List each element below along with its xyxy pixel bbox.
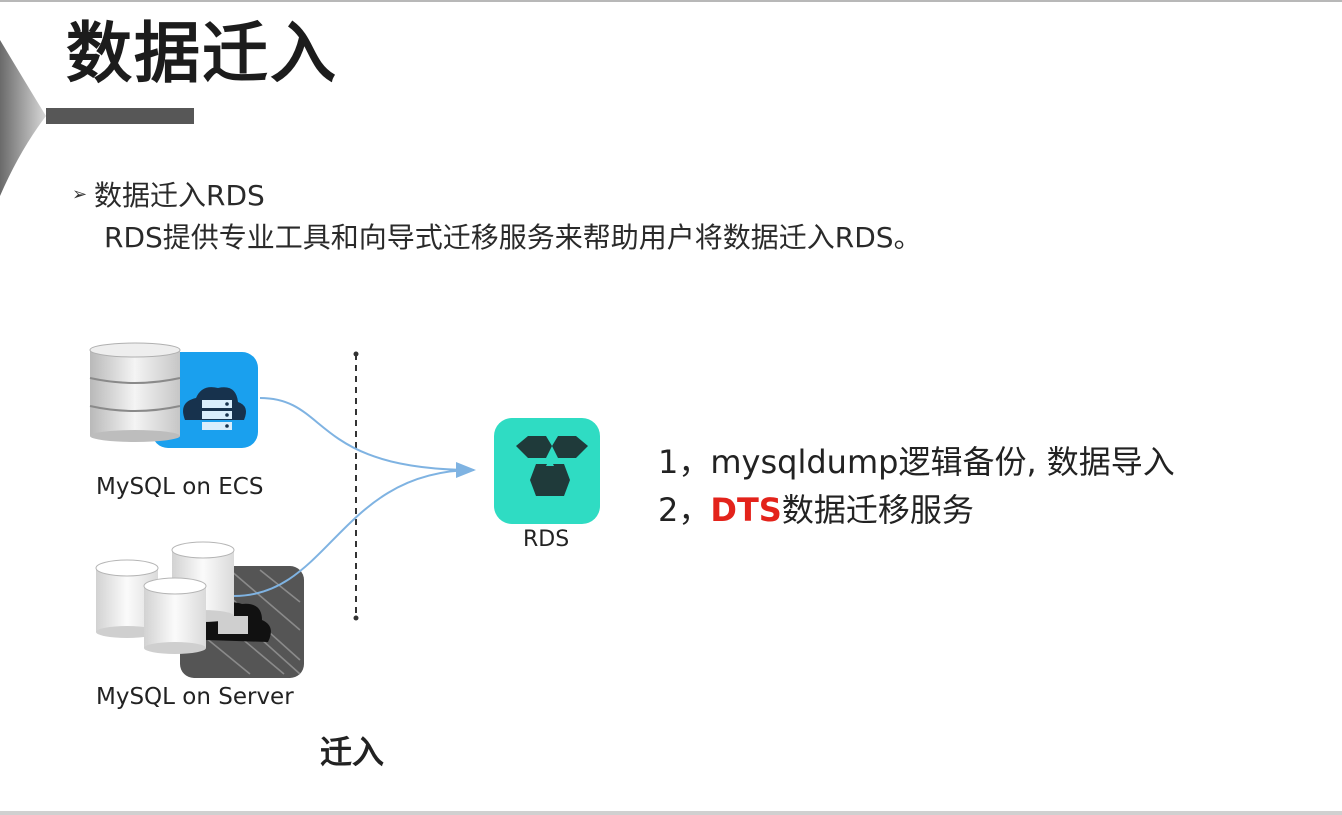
database-cylinders-icon bbox=[95, 541, 235, 654]
method-2-prefix: 2， bbox=[658, 491, 711, 529]
corner-swoosh-decoration bbox=[0, 40, 46, 196]
cloud-server-icon bbox=[183, 387, 246, 430]
arrow-ecs-to-rds bbox=[259, 397, 476, 478]
bullet-description: RDS提供专业工具和向导式迁移服务来帮助用户将数据迁入RDS。 bbox=[104, 221, 922, 254]
label-mysql-on-ecs: MySQL on ECS bbox=[96, 474, 264, 500]
bottom-border bbox=[0, 811, 1342, 815]
top-border bbox=[0, 0, 1342, 2]
method-item-2: 2，DTS数据迁移服务 bbox=[658, 485, 974, 531]
label-migrate-in: 迁入 bbox=[320, 733, 385, 771]
title-underline-bar bbox=[46, 108, 194, 124]
mysql-on-ecs-icon bbox=[89, 342, 258, 448]
bullet-heading: 数据迁入RDS bbox=[94, 179, 265, 212]
rds-icon bbox=[494, 418, 600, 524]
method-item-1: 1，mysqldump逻辑备份, 数据导入 bbox=[658, 437, 1175, 483]
arrow-server-to-rds bbox=[233, 469, 475, 597]
page-title: 数据迁入 bbox=[66, 15, 338, 92]
bullet-row: ➢ 数据迁入RDS bbox=[72, 176, 265, 212]
mysql-on-server-icon bbox=[95, 541, 304, 678]
method-1-text: mysqldump逻辑备份, 数据导入 bbox=[710, 443, 1175, 481]
method-2-highlight: DTS bbox=[710, 491, 782, 529]
label-mysql-on-server: MySQL on Server bbox=[96, 684, 294, 710]
bullet-arrow-icon: ➢ bbox=[72, 183, 88, 205]
method-2-text: 数据迁移服务 bbox=[781, 491, 974, 529]
database-stack-icon bbox=[89, 342, 181, 442]
method-1-prefix: 1， bbox=[658, 443, 711, 481]
label-rds: RDS bbox=[523, 527, 570, 552]
